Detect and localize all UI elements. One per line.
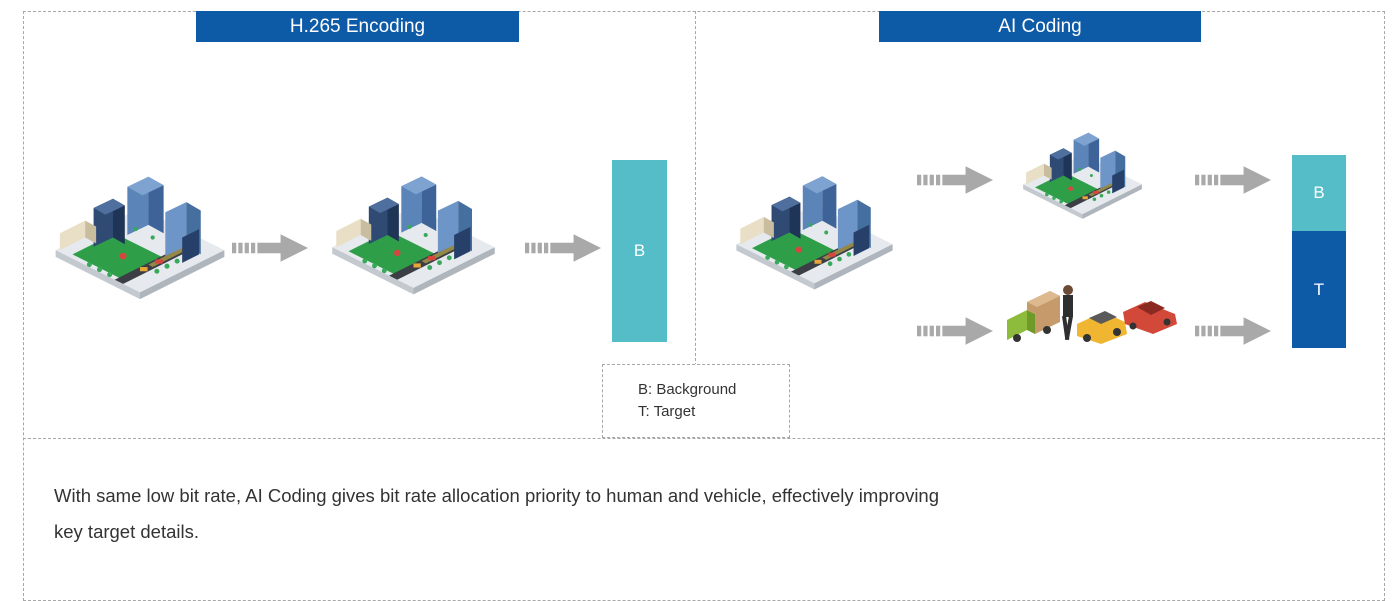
city-block-illustration <box>736 176 893 290</box>
legend-background: B: Background <box>638 381 737 398</box>
caption-text: With same low bit rate, AI Coding gives … <box>54 478 1274 550</box>
target-bitrate-bar: T <box>1292 231 1346 348</box>
ai-coding-title: AI Coding <box>879 11 1201 42</box>
small-city-illustration <box>1023 132 1142 219</box>
arrow-icon <box>525 234 601 262</box>
arrow-icon <box>1195 166 1271 194</box>
arrow-icon <box>917 166 993 194</box>
section-divider <box>23 438 1385 439</box>
compressed-city-illustration <box>332 176 495 295</box>
background-bitrate-bar: B <box>1292 155 1346 231</box>
h265-encoding-title: H.265 Encoding <box>196 11 519 42</box>
arrow-icon <box>917 317 993 345</box>
background-bitrate-bar: B <box>612 160 667 342</box>
city-block-illustration <box>55 176 225 300</box>
panel-divider <box>695 11 696 366</box>
arrow-icon <box>1195 317 1271 345</box>
caption-line-2: key target details. <box>54 521 199 542</box>
caption-line-1: With same low bit rate, AI Coding gives … <box>54 485 940 506</box>
vehicles-and-person-illustration <box>1007 285 1177 344</box>
legend-target: T: Target <box>638 403 696 420</box>
legend-box: B: Background T: Target <box>602 364 790 438</box>
arrow-icon <box>232 234 308 262</box>
